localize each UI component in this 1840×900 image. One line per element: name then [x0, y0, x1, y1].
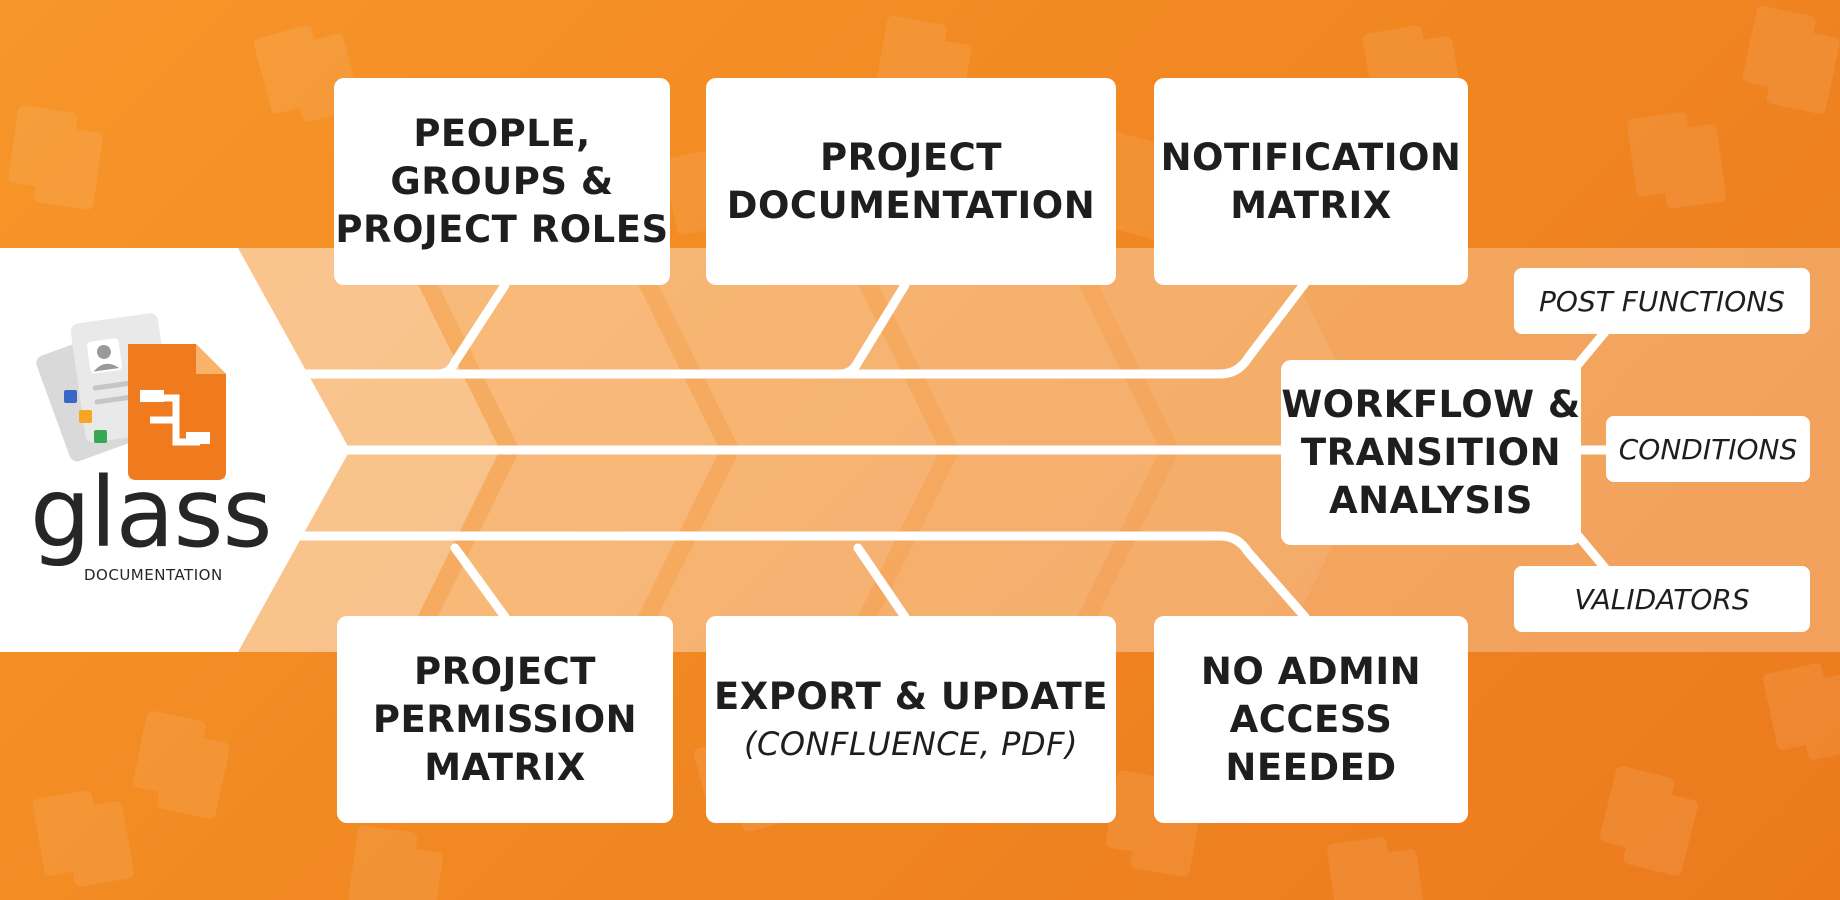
- feature-line: PROJECT ROLES: [335, 207, 669, 251]
- document-stack-icon: [132, 710, 230, 819]
- feature-line: NEEDED: [1225, 745, 1397, 789]
- top-rail: [295, 278, 1310, 379]
- bottom-connector-1: [450, 543, 510, 622]
- feature-line: NOTIFICATION: [1160, 135, 1462, 179]
- feature-line: PERMISSION: [372, 697, 638, 741]
- top-connector-2: [835, 280, 910, 379]
- document-stack-icon: [8, 105, 103, 210]
- feature-line: WORKFLOW &: [1281, 382, 1581, 426]
- document-stack-icon: [1763, 663, 1840, 760]
- feature-line: ACCESS: [1229, 697, 1393, 741]
- feature-project-permission-matrix: PROJECT PERMISSION MATRIX: [337, 616, 673, 823]
- glass-tagline: DOCUMENTATION: [84, 566, 223, 584]
- feature-people-groups-roles: PEOPLE, GROUPS & PROJECT ROLES: [334, 78, 670, 285]
- feature-line: PEOPLE,: [413, 111, 591, 155]
- feature-subtitle: (CONFLUENCE, PDF): [744, 724, 1078, 763]
- glass-logo-icon: [36, 313, 226, 480]
- branch-conditions: CONDITIONS: [1606, 416, 1810, 482]
- document-stack-icon: [1627, 112, 1726, 209]
- feature-line: MATRIX: [424, 745, 586, 789]
- feature-line: ANALYSIS: [1329, 478, 1533, 522]
- feature-no-admin-access: NO ADMIN ACCESS NEEDED: [1154, 616, 1468, 823]
- feature-line: TRANSITION: [1300, 430, 1562, 474]
- document-stack-icon: [348, 825, 443, 900]
- branch-post-functions: POST FUNCTIONS: [1514, 268, 1810, 334]
- document-stack-icon: [32, 790, 134, 887]
- post-functions-connector: [1570, 327, 1610, 373]
- feature-workflow-transition-analysis: WORKFLOW & TRANSITION ANALYSIS: [1281, 360, 1581, 545]
- feature-notification-matrix: NOTIFICATION MATRIX: [1154, 78, 1468, 285]
- feature-line: GROUPS &: [390, 159, 614, 203]
- document-stack-icon: [1327, 837, 1426, 900]
- bottom-rail: [295, 531, 1310, 622]
- document-stack-icon: [1742, 5, 1840, 114]
- glass-wordmark: glass: [30, 457, 272, 569]
- feature-line: NO ADMIN: [1200, 649, 1422, 693]
- top-connector-1: [433, 280, 510, 379]
- branch-validators: VALIDATORS: [1514, 566, 1810, 632]
- feature-line: MATRIX: [1230, 183, 1392, 227]
- feature-export-update: EXPORT & UPDATE (CONFLUENCE, PDF): [706, 616, 1116, 823]
- connector-lines: [295, 278, 1615, 622]
- bottom-connector-2: [853, 543, 910, 622]
- feature-line: DOCUMENTATION: [726, 183, 1096, 227]
- document-stack-icon: [1599, 765, 1698, 876]
- feature-project-documentation: PROJECT DOCUMENTATION: [706, 78, 1116, 285]
- feature-line: PROJECT: [820, 135, 1002, 179]
- feature-line: PROJECT: [414, 649, 596, 693]
- feature-line: EXPORT & UPDATE: [713, 674, 1109, 718]
